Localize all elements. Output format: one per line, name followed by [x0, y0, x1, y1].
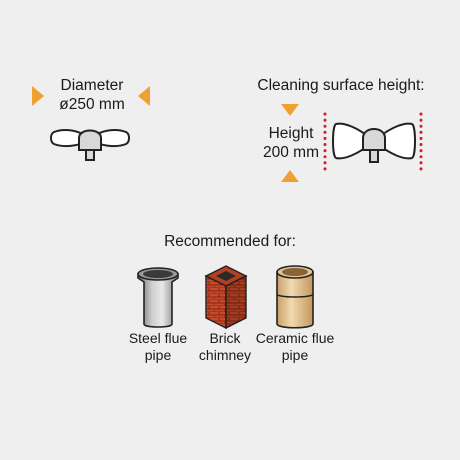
- ceramic-flue-pipe-label-line1: Ceramic flue: [255, 330, 335, 346]
- brick-chimney-label-line1: Brick: [209, 330, 241, 346]
- height-arrow-down-icon: [281, 104, 299, 116]
- steel-pipe-icon: [137, 267, 179, 328]
- height-arrow-up-icon: [281, 170, 299, 182]
- dotted-boundary-left: [323, 112, 327, 176]
- ceramic-flue-pipe-label-line2: pipe: [281, 347, 309, 363]
- brush-head-icon: [50, 129, 130, 161]
- brick-chimney-label-line2: chimney: [198, 347, 252, 363]
- cleaning-surface-title: Cleaning surface height:: [257, 77, 425, 94]
- ceramic-pipe-icon: [276, 265, 314, 329]
- steel-flue-pipe-label-line2: pipe: [144, 347, 172, 363]
- height-label: Height 200 mm: [254, 124, 328, 162]
- brick-chimney-icon: [204, 265, 248, 330]
- diameter-title: Diameter: [60, 77, 124, 94]
- recommended-title: Recommended for:: [164, 233, 296, 250]
- diameter-arrow-right-icon: [138, 86, 150, 106]
- dotted-boundary-right: [419, 112, 423, 176]
- steel-flue-pipe-label: Steel flue pipe: [118, 330, 198, 364]
- diameter-label: Diameter ø250 mm: [40, 76, 144, 114]
- diameter-arrow-left-icon: [32, 86, 44, 106]
- steel-flue-pipe-label-line1: Steel flue: [128, 330, 188, 346]
- height-value: 200 mm: [263, 144, 319, 161]
- brush-head-side-icon: [332, 122, 416, 163]
- height-title: Height: [268, 125, 314, 142]
- ceramic-flue-pipe-label: Ceramic flue pipe: [250, 330, 340, 364]
- diameter-value: ø250 mm: [59, 96, 125, 113]
- brick-chimney-label: Brick chimney: [190, 330, 260, 364]
